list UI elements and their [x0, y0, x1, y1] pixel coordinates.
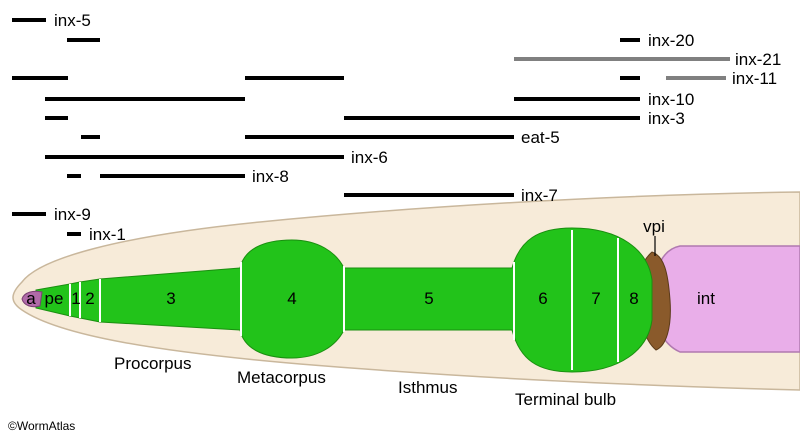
- cell-label-5: 5: [424, 289, 433, 308]
- gene-label-inx20: inx-20: [648, 31, 694, 50]
- cell-label-7: 7: [591, 289, 600, 308]
- cell-label-3: 3: [166, 289, 175, 308]
- cell-label-4: 4: [287, 289, 296, 308]
- expression-bars: [12, 18, 730, 236]
- cell-label-6: 6: [538, 289, 547, 308]
- cell-label-a: a: [26, 289, 36, 308]
- gene-label-inx9: inx-9: [54, 205, 91, 224]
- gene-label-inx7: inx-7: [521, 186, 558, 205]
- credit-text: ©WormAtlas: [8, 419, 75, 433]
- gene-label-inx11: inx-11: [732, 69, 777, 88]
- arcade-cell: [21, 290, 43, 308]
- gene-label-inx8: inx-8: [252, 167, 289, 186]
- gene-label-eat5: eat-5: [521, 128, 560, 147]
- cell-boundaries: [69, 230, 619, 370]
- cell-label-2: 2: [85, 289, 94, 308]
- cell-label-1: 1: [71, 289, 80, 308]
- intestine: [653, 245, 800, 353]
- region-label-procorpus: Procorpus: [114, 354, 191, 373]
- cell-label-8: 8: [629, 289, 638, 308]
- region-label-metacorpus: Metacorpus: [237, 368, 326, 387]
- cell-label-vpi: vpi: [643, 217, 665, 236]
- gene-label-inx21: inx-21: [735, 50, 781, 69]
- gene-label-inx6: inx-6: [351, 148, 388, 167]
- region-label-isthmus: Isthmus: [398, 378, 458, 397]
- gene-label-inx5: inx-5: [54, 11, 91, 30]
- gene-label-inx1: inx-1: [89, 225, 126, 244]
- region-label-terminal-bulb: Terminal bulb: [515, 390, 616, 409]
- cell-label-pe: pe: [45, 289, 64, 308]
- gene-label-inx3: inx-3: [648, 109, 685, 128]
- cell-label-int: int: [697, 289, 715, 308]
- gene-label-inx10: inx-10: [648, 90, 694, 109]
